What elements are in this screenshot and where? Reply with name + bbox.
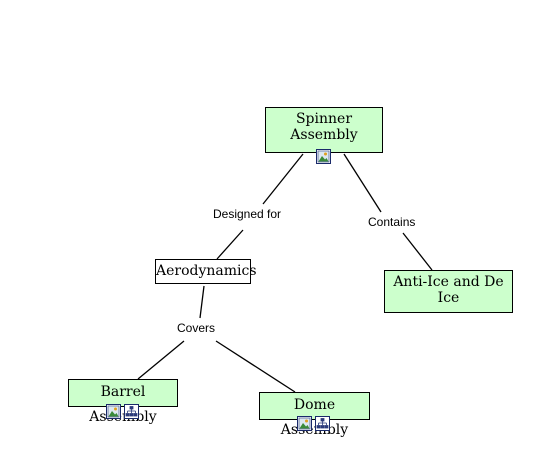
node-spinner-assembly[interactable]: Spinner Assembly xyxy=(265,107,383,153)
image-icon[interactable] xyxy=(106,404,121,419)
hierarchy-icon[interactable] xyxy=(315,416,330,431)
line-contains-to-anti-ice xyxy=(402,232,433,271)
line-covers-to-dome xyxy=(215,340,296,393)
link-label-designed-for: Designed for xyxy=(213,207,282,221)
line-designed-for-to-aerodynamics xyxy=(216,229,244,260)
node-label: Anti-Ice and De Ice xyxy=(393,274,504,306)
link-label-contains: Contains xyxy=(368,215,416,229)
link-label-covers: Covers xyxy=(177,321,216,335)
node-anti-ice-and-de-ice[interactable]: Anti-Ice and De Ice xyxy=(384,270,513,313)
node-barrel-assembly[interactable]: Barrel Assembly xyxy=(68,379,178,425)
line-aerodynamics-to-covers xyxy=(199,285,205,319)
node-aerodynamics[interactable]: Aerodynamics xyxy=(155,259,257,284)
node-label: Barrel Assembly xyxy=(89,384,157,425)
line-covers-to-barrel xyxy=(137,340,185,380)
image-icon[interactable] xyxy=(316,149,331,164)
node-label: Aerodynamics xyxy=(156,263,257,279)
line-spinner-to-designed-for xyxy=(262,153,304,205)
node-label: Spinner Assembly xyxy=(290,111,358,143)
line-spinner-to-contains xyxy=(343,153,382,213)
image-icon[interactable] xyxy=(297,416,312,431)
hierarchy-icon[interactable] xyxy=(124,404,139,419)
